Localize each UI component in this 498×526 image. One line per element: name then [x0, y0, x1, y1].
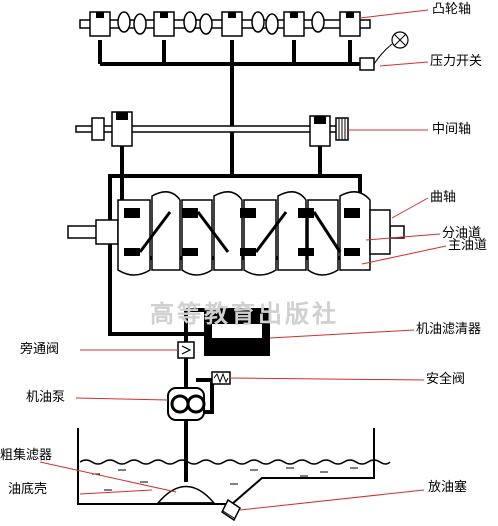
oil-surface	[79, 459, 391, 465]
label-pressure-switch: 压力开关	[430, 54, 483, 69]
label-safety-valve: 安全阀	[426, 372, 466, 387]
drain-plug	[221, 498, 241, 522]
label-bypass-valve: 旁通阀	[20, 342, 60, 357]
valve-icon	[177, 341, 195, 359]
intermediate-shaft	[75, 111, 349, 147]
crankshaft	[67, 191, 405, 276]
label-drain-plug: 放油塞	[428, 480, 468, 495]
gear-pump-icon	[167, 387, 206, 421]
label-branch-oil-passage: 分油道	[442, 226, 482, 241]
pressure-switch	[359, 43, 393, 71]
oil-pan	[77, 428, 391, 505]
label-crankshaft: 曲轴	[430, 190, 457, 205]
oil-filter	[204, 312, 270, 356]
label-camshaft: 凸轮轴	[432, 2, 472, 17]
watermark: 高等教育出版社	[150, 300, 339, 328]
label-main-oil-gallery: 主油道	[448, 238, 488, 253]
label-strainer: 粗集滤器	[0, 448, 53, 463]
oil-lines	[98, 40, 366, 482]
label-oil-filter: 机油滤清器	[416, 322, 482, 337]
lamp-cross-icon	[391, 31, 409, 49]
label-oil-pan: 油底壳	[8, 482, 48, 497]
strainer	[156, 485, 216, 504]
safety-valve	[211, 371, 231, 385]
label-oil-pump: 机油泵	[26, 390, 66, 405]
label-intermediate-shaft: 中间轴	[432, 122, 472, 137]
camshaft	[79, 11, 371, 37]
leader-lines	[39, 9, 447, 511]
